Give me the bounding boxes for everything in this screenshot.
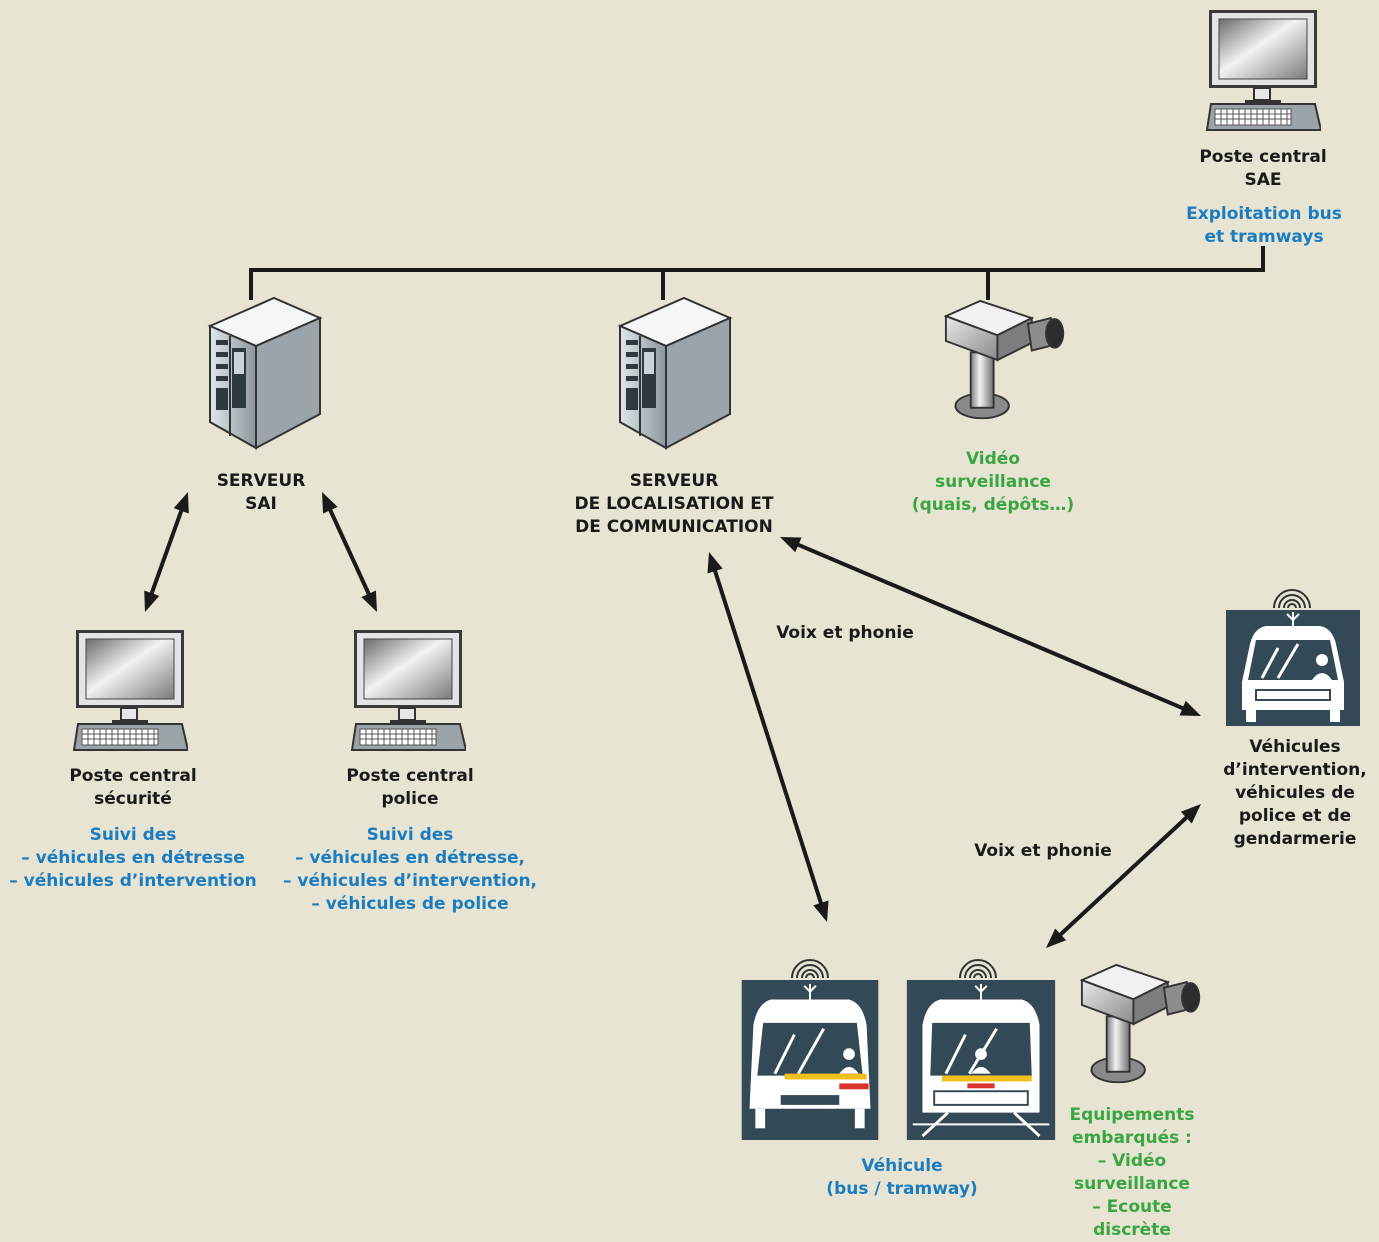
label-vehicules-intervention: Véhicules d’intervention, véhicules de p… <box>1212 736 1378 851</box>
desc-poste-police: Suivi des – véhicules en détresse, – véh… <box>272 824 548 916</box>
arrow-sai-police <box>322 492 377 612</box>
camera-icon-equipements <box>1080 963 1201 1084</box>
label-line: SAI <box>245 494 277 514</box>
arrow-head <box>144 590 160 612</box>
arrow-shaft <box>712 568 824 906</box>
server-icon-sai <box>209 297 321 449</box>
label-line: embarqués : <box>1072 1128 1192 1148</box>
label-line: – véhicules d’intervention, <box>282 871 538 891</box>
signal-icon-car <box>1273 589 1311 609</box>
label-line: police <box>381 789 439 809</box>
arrow-loc-intervention <box>780 537 1201 716</box>
label-line: Vidéo <box>965 449 1021 469</box>
label-line: SERVEUR <box>629 471 719 491</box>
server-icon-loc <box>619 297 731 449</box>
desc-poste-securite: Suivi des – véhicules en détresse – véhi… <box>2 824 264 893</box>
arrow-head <box>780 537 802 553</box>
label-line: Poste central <box>1199 147 1327 167</box>
label-line: (quais, dépôts…) <box>911 495 1075 515</box>
label-line: véhicules de <box>1235 783 1355 803</box>
signal-icon-tram <box>959 959 997 979</box>
desc-poste-sae: Exploitation bus et tramways <box>1158 203 1370 249</box>
trunk-line <box>249 246 1265 296</box>
arrow-shaft <box>327 507 372 597</box>
arrow-head <box>813 900 829 922</box>
label-line: discrète <box>1093 1220 1171 1240</box>
label-line: Equipements <box>1069 1105 1195 1125</box>
label-line: Suivi des <box>89 825 177 845</box>
label-poste-police: Poste central police <box>315 765 505 811</box>
label-line: SERVEUR <box>216 471 306 491</box>
arrow-head <box>1046 928 1067 948</box>
arrow-tram-intervention <box>1046 804 1201 948</box>
label-line: DE COMMUNICATION <box>575 517 773 537</box>
arrow-shaft <box>1057 814 1190 938</box>
label-video: Vidéo surveillance (quais, dépôts…) <box>898 448 1088 517</box>
label-line: DE LOCALISATION ET <box>574 494 774 514</box>
label-line: – véhicules en détresse, <box>294 848 526 868</box>
label-serveur-loc: SERVEUR DE LOCALISATION ET DE COMMUNICAT… <box>560 470 788 539</box>
label-line: police et de <box>1238 806 1352 826</box>
label-line: – Vidéo <box>1097 1151 1167 1171</box>
label-line: Poste central <box>346 766 474 786</box>
label-line: sécurité <box>94 789 172 809</box>
label-voix-1: Voix et phonie <box>776 623 914 643</box>
bus-connection-lines <box>249 246 1265 300</box>
signal-icon-bus <box>791 959 829 979</box>
label-line: Véhicules <box>1249 737 1341 757</box>
arrow-head <box>1179 700 1201 716</box>
label-line: d’intervention, <box>1223 760 1367 780</box>
label-line: surveillance <box>1074 1174 1190 1194</box>
label-line: Poste central <box>69 766 197 786</box>
computer-icon-police <box>351 629 466 751</box>
label-line: – véhicules de police <box>311 894 509 914</box>
label-line: Véhicule <box>861 1156 943 1176</box>
label-line: – véhicules en détresse <box>21 848 245 868</box>
label-line: SAE <box>1244 170 1282 190</box>
label-line: (bus / tramway) <box>826 1179 978 1199</box>
label-line: Exploitation bus <box>1186 204 1342 224</box>
arrow-loc-bus <box>707 552 829 922</box>
arrow-head <box>361 590 377 612</box>
label-voix-2: Voix et phonie <box>974 841 1112 861</box>
label-poste-securite: Poste central sécurité <box>38 765 228 811</box>
camera-icon-video <box>944 299 1065 420</box>
label-line: et tramways <box>1204 227 1324 247</box>
tram-icon <box>905 980 1057 1140</box>
computer-icon-securite <box>73 629 188 751</box>
arrow-head <box>707 552 723 574</box>
label-line: – véhicules d’intervention <box>9 871 257 891</box>
label-line: surveillance <box>935 472 1051 492</box>
label-vehicule: Véhicule (bus / tramway) <box>804 1155 1000 1201</box>
label-equipements: Equipements embarqués : – Vidéo surveill… <box>1058 1104 1206 1242</box>
car-icon <box>1226 610 1360 726</box>
arrow-sai-securite <box>144 492 189 612</box>
computer-icon-sae <box>1206 9 1321 131</box>
arrows <box>144 492 1201 948</box>
arrow-shaft <box>795 542 1186 711</box>
arrow-head <box>322 492 338 514</box>
arrow-head <box>173 492 189 514</box>
label-line: Suivi des <box>366 825 454 845</box>
bus-icon <box>740 980 880 1140</box>
arrow-head <box>1180 804 1201 824</box>
label-line: – Ecoute <box>1092 1197 1172 1217</box>
label-poste-sae: Poste central SAE <box>1168 146 1358 192</box>
arrow-shaft <box>149 508 184 596</box>
label-line: gendarmerie <box>1233 829 1357 849</box>
label-serveur-sai: SERVEUR SAI <box>176 470 346 516</box>
